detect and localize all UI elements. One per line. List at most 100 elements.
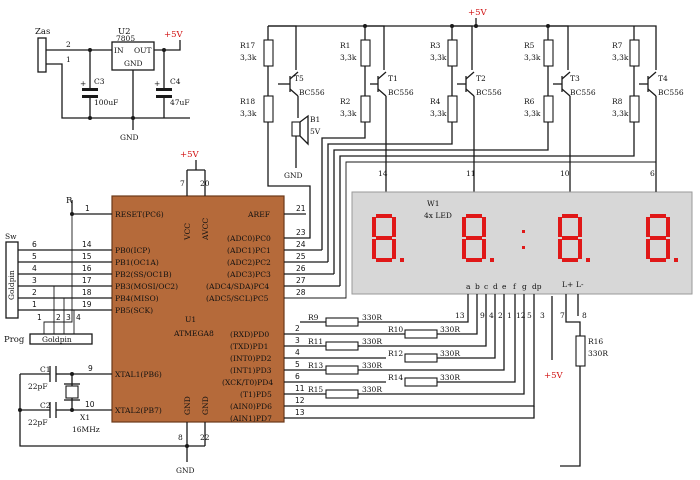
power-supply-section: Zas 2 1 U2 7805 IN OUT GND +5V GND + C3 … [35, 27, 190, 142]
r3-ref: R3 [430, 41, 441, 50]
pin-pc0: (ADC0)PC0 [227, 234, 271, 243]
seg-pin-a: a [466, 282, 471, 291]
r16-ref: R16 [588, 337, 603, 346]
pin-11-num: 11 [295, 384, 305, 393]
zas-connector [37, 37, 47, 73]
pin-pb0: PB0(ICP) [115, 246, 150, 255]
resistor-r16 [575, 335, 586, 367]
disp-pin-12: 12 [516, 311, 526, 320]
r9-value: 330R [362, 313, 382, 322]
r6-value: 3,3k [524, 109, 541, 118]
pin-2-num: 2 [295, 324, 300, 333]
r1-value: 3,3k [340, 53, 357, 62]
r14-ref: R14 [388, 373, 403, 382]
prog-pin-4: 4 [76, 313, 81, 322]
r11-ref: R11 [308, 337, 323, 346]
rail-5v-label: +5V [468, 8, 488, 18]
r8-ref: R8 [612, 97, 623, 106]
resistor-r12 [404, 353, 438, 363]
pin-9-num: 9 [88, 364, 93, 373]
mcu-avcc: AVCC [201, 218, 210, 241]
pin-pd6: (AIN0)PD6 [230, 402, 272, 411]
digit-2 [462, 214, 494, 262]
sw-pin-1: 1 [32, 300, 37, 309]
seg-pin-dp: dp [532, 282, 542, 291]
pin-17-num: 17 [82, 276, 92, 285]
resistor-r7 [629, 39, 640, 67]
prog-goldpin-label: Goldpin [42, 335, 72, 344]
regulator-in: IN [114, 46, 124, 55]
r17-ref: R17 [240, 41, 255, 50]
display-name: 4x LED [424, 211, 452, 220]
r7-value: 3,3k [612, 53, 629, 62]
mcu-part: ATMEGA8 [173, 329, 214, 338]
r18-ref: R18 [240, 97, 255, 106]
c4-plus: + [154, 79, 160, 88]
mcu-pin20: 20 [200, 179, 210, 188]
display-ref: W1 [427, 199, 439, 208]
prog-connector [29, 333, 93, 345]
resistor-r13 [325, 365, 359, 375]
r12-ref: R12 [388, 349, 403, 358]
pin-24-num: 24 [296, 240, 306, 249]
seg-pin-e: e [502, 282, 507, 291]
pin-pd2: (INT0)PD2 [230, 354, 272, 363]
zas-pin-2: 2 [66, 40, 71, 49]
pin-pd4: (XCK/T0)PD4 [222, 378, 273, 387]
r10-ref: R10 [388, 325, 403, 334]
colon-bottom [522, 246, 525, 249]
pin-14-num: 14 [82, 240, 92, 249]
t5-part: BC556 [299, 88, 325, 97]
pin-3-num: 3 [295, 336, 300, 345]
r16-value: 330R [588, 349, 608, 358]
pin-10-num: 10 [85, 400, 95, 409]
pin-aref: AREF [247, 210, 270, 219]
r17-value: 3,3k [240, 53, 257, 62]
r9-ref: R9 [308, 313, 319, 322]
disp-pin-13: 13 [455, 311, 465, 320]
seg-pin-g: g [522, 282, 527, 291]
pin-pd7: (AIN1)PD7 [230, 414, 272, 423]
r11-value: 330R [362, 337, 382, 346]
pin-pb4: PB4(MISO) [115, 294, 159, 303]
disp-pin-1: 1 [507, 311, 512, 320]
prog-pin-2: 2 [56, 313, 61, 322]
t1-part: BC556 [388, 88, 414, 97]
pin-pc4: (ADC4/SDA)PC4 [206, 282, 269, 291]
regulator-out: OUT [134, 46, 151, 55]
resistor-r8 [629, 95, 640, 123]
regulator-ref: U2 [118, 27, 131, 37]
c3-plus: + [80, 79, 86, 88]
seg-pin-b: b [475, 282, 480, 291]
mcu-body [111, 195, 285, 423]
t3-pin: 10 [560, 169, 570, 178]
mcu-supply: +5V [180, 150, 200, 160]
prog-pin-1: 1 [37, 313, 42, 322]
resistor-r17 [263, 39, 274, 67]
b1-ref: B1 [310, 115, 320, 124]
seg-pin-c: c [484, 282, 488, 291]
regulator-part: 7805 [116, 34, 135, 43]
r15-value: 330R [362, 385, 382, 394]
pin-6-num: 6 [295, 372, 300, 381]
resistor-r10 [404, 329, 438, 339]
pin-pd5: (T1)PD5 [240, 390, 272, 399]
r5-value: 3,3k [524, 53, 541, 62]
sw-pin-3: 3 [32, 276, 37, 285]
r7-ref: R7 [612, 41, 623, 50]
gnd-label-top: GND [120, 133, 139, 142]
resistor-r6 [543, 95, 554, 123]
digit-4 [646, 214, 678, 262]
pin-16-num: 16 [82, 264, 92, 273]
r2-value: 3,3k [340, 109, 357, 118]
sw-connector [5, 241, 19, 319]
seg-pin-f: f [513, 282, 517, 291]
pin-15-num: 15 [82, 252, 92, 261]
pin-18-num: 18 [82, 288, 92, 297]
pin-28-num: 28 [296, 288, 306, 297]
t1-ref: T1 [388, 74, 398, 83]
sw-pin-6: 6 [32, 240, 37, 249]
c4-ref: C4 [170, 77, 181, 86]
transistor-drivers: +5V R17 3,3k T5 BC556 R18 3,3k B1 5V GND… [240, 8, 684, 286]
pin-pb3: PB3(MOSI/OC2) [115, 282, 178, 291]
